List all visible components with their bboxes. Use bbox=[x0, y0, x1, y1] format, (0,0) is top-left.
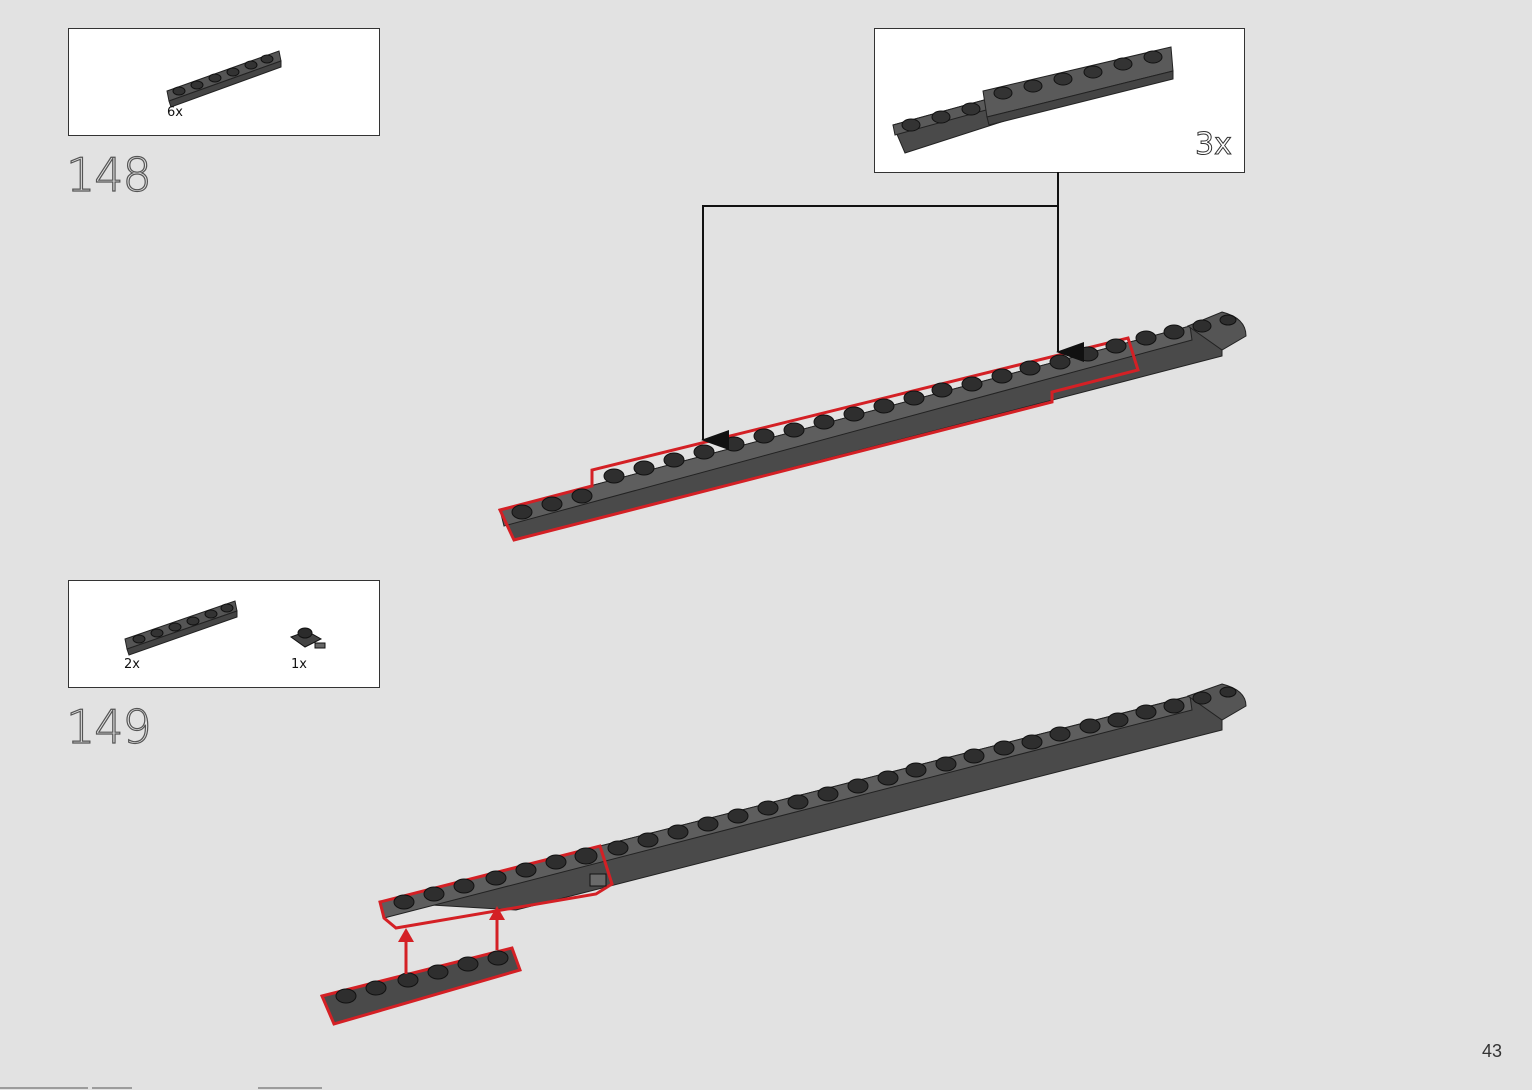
page-number: 43 bbox=[1482, 1041, 1502, 1062]
loose-plate bbox=[322, 948, 520, 1024]
step-149-model bbox=[322, 684, 1246, 1024]
clip-piece bbox=[590, 874, 606, 886]
step-148-model bbox=[500, 172, 1246, 540]
